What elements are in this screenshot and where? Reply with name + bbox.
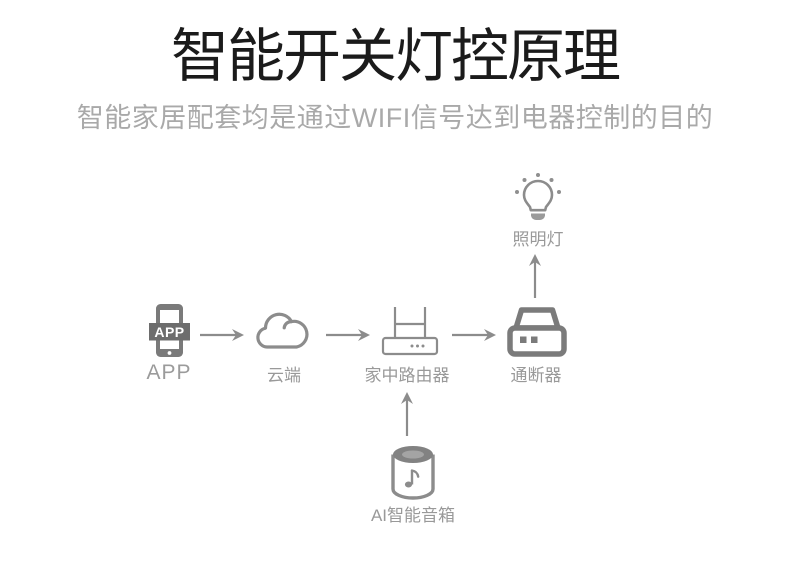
page-subtitle: 智能家居配套均是通过WIFI信号达到电器控制的目的 xyxy=(76,103,714,133)
router-icon xyxy=(381,304,439,358)
breaker-icon xyxy=(503,303,571,361)
smartphone-icon: APP xyxy=(143,303,195,361)
arrow-cloud-to-router-icon xyxy=(324,326,372,344)
arrow-router-to-breaker-icon xyxy=(450,326,498,344)
router-label: 家中路由器 xyxy=(364,366,450,385)
page-title: 智能开关灯控原理 xyxy=(170,24,621,89)
speaker-label: AI智能音箱 xyxy=(370,506,456,525)
light-bulb-icon xyxy=(506,170,570,232)
cloud-label: 云端 xyxy=(267,366,301,385)
breaker-label: 通断器 xyxy=(510,366,562,385)
app-label: APP xyxy=(146,361,192,384)
arrow-speaker-to-router-icon xyxy=(396,390,418,438)
arrow-app-to-cloud-icon xyxy=(198,326,246,344)
arrow-breaker-to-lamp-icon xyxy=(524,252,546,300)
app-badge-text: APP xyxy=(154,324,184,340)
cloud-icon xyxy=(254,311,312,355)
lamp-label: 照明灯 xyxy=(512,230,564,249)
smart-speaker-icon xyxy=(388,443,438,503)
